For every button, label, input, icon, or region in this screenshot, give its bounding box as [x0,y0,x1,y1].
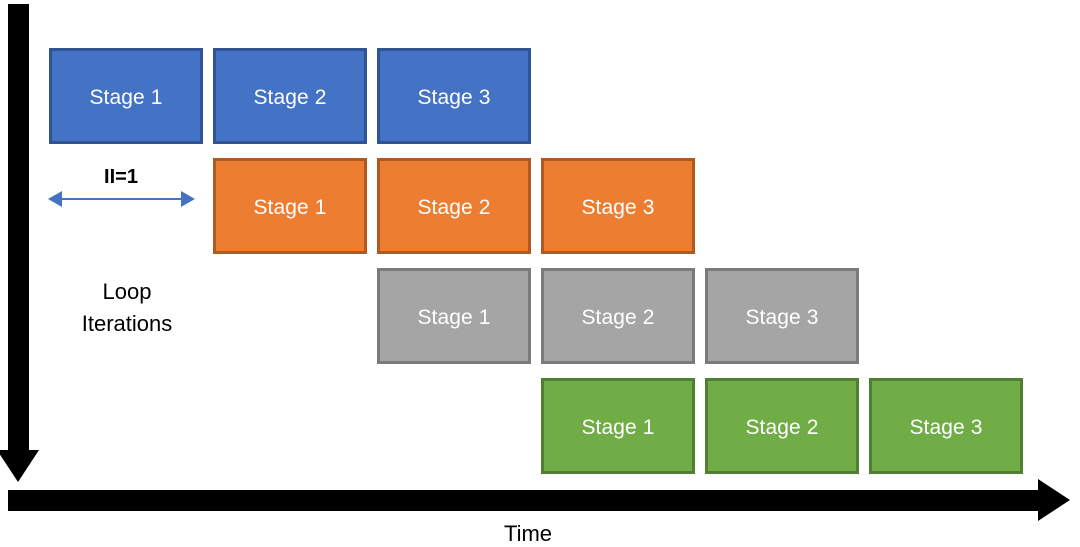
stage-box: Stage 2 [705,378,859,474]
loop-iterations-label-line2: Iterations [81,310,173,336]
stage-box: Stage 1 [49,48,203,144]
stage-box-label: Stage 1 [581,415,655,439]
stage-box-label: Stage 2 [253,85,327,109]
stage-box-label: Stage 3 [417,85,491,109]
stage-box-label: Stage 2 [745,415,819,439]
loop-iterations-label-line1: Loop [102,279,152,304]
stage-box-label: Stage 3 [909,415,983,439]
stage-box: Stage 2 [541,268,695,364]
stage-box: Stage 3 [377,48,531,144]
loop-iterations-axis-arrowhead [0,450,39,482]
initiation-interval-label: II=1 [104,166,138,188]
loop-iterations-axis-shaft [8,4,29,456]
time-axis-arrowhead [1038,479,1070,521]
stage-box: Stage 3 [869,378,1023,474]
stage-box: Stage 1 [377,268,531,364]
stage-box: Stage 1 [541,378,695,474]
initiation-interval-arrowhead-right [181,191,195,207]
time-axis-label: Time [503,521,553,546]
stage-box: Stage 1 [213,158,367,254]
stage-box: Stage 3 [705,268,859,364]
stage-box-label: Stage 1 [89,85,163,109]
stage-box-label: Stage 3 [581,195,655,219]
initiation-interval-arrowhead-left [48,191,62,207]
time-axis-shaft [8,490,1040,511]
stage-box-label: Stage 1 [417,305,491,329]
stage-box: Stage 2 [213,48,367,144]
initiation-interval-line [59,198,183,200]
stage-box-label: Stage 1 [253,195,327,219]
stage-box-label: Stage 2 [581,305,655,329]
stage-box-label: Stage 3 [745,305,819,329]
loop-iterations-axis-label: Loop Iterations [47,276,207,340]
stage-box: Stage 3 [541,158,695,254]
stage-box: Stage 2 [377,158,531,254]
stage-box-label: Stage 2 [417,195,491,219]
